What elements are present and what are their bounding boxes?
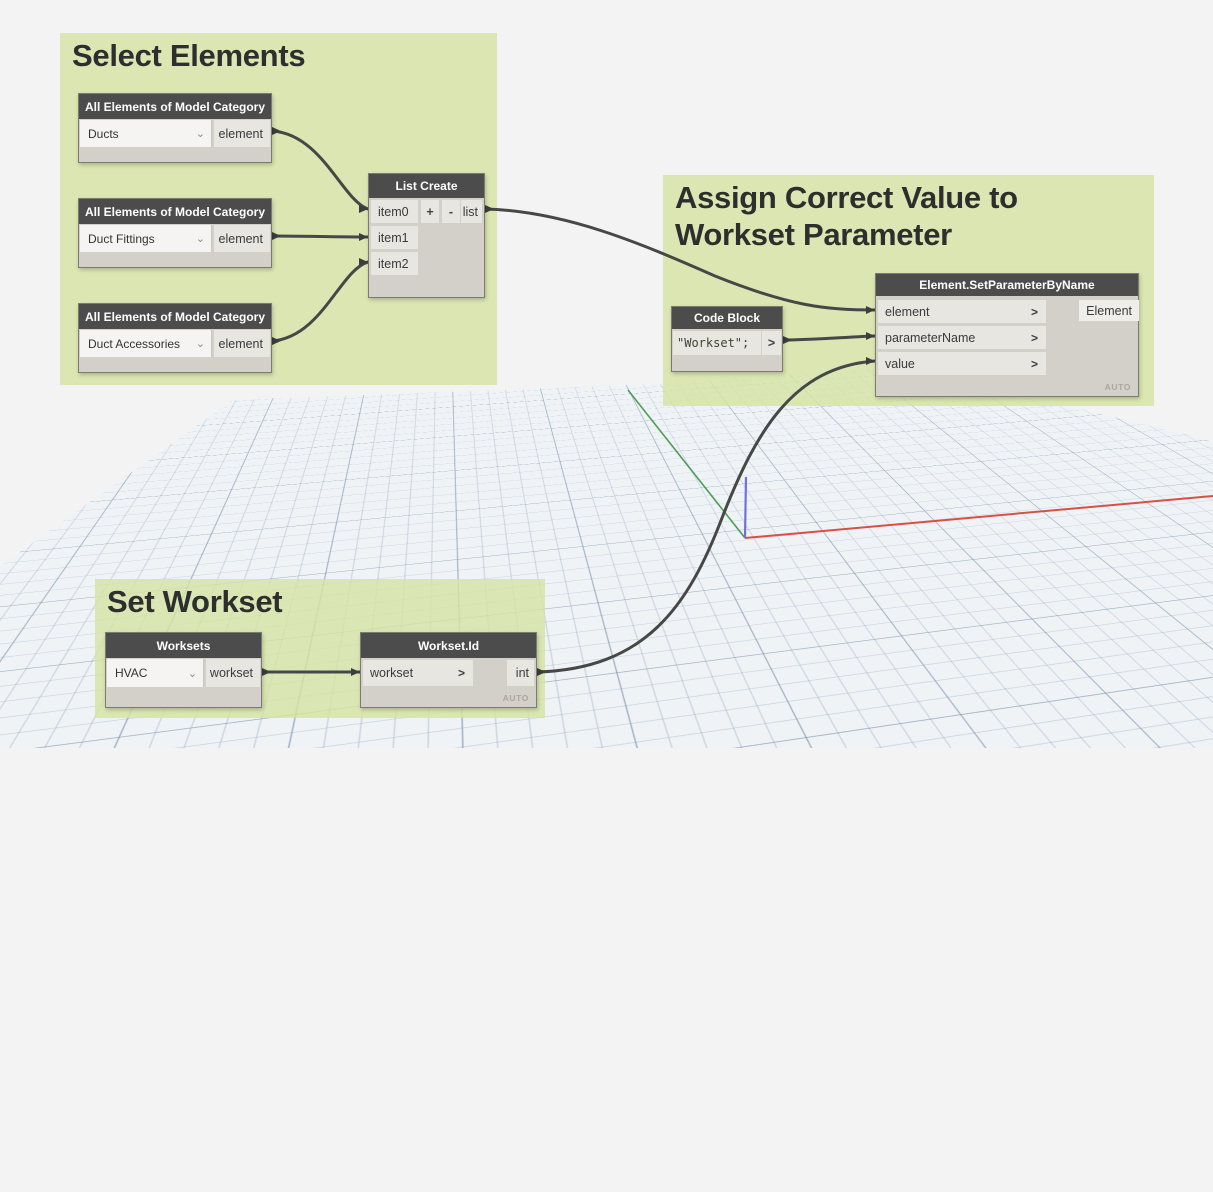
port-label: element xyxy=(885,304,930,319)
port-out-element-result[interactable]: Element xyxy=(1079,300,1139,321)
node-list-create[interactable]: List Create item0 + - list item1 item2 xyxy=(368,173,485,298)
remove-input-button[interactable]: - xyxy=(442,200,460,223)
category-dropdown[interactable]: Ducts ⌄ xyxy=(80,120,212,147)
port-label: element xyxy=(218,126,263,141)
node-all-elements-duct-fittings[interactable]: All Elements of Model Category Duct Fitt… xyxy=(78,198,272,268)
port-label: element xyxy=(218,231,263,246)
port-out-element[interactable]: element xyxy=(214,330,270,357)
port-label: value xyxy=(885,356,915,371)
chevron-down-icon: ⌄ xyxy=(187,667,197,680)
add-input-button[interactable]: + xyxy=(421,200,439,223)
port-label: element xyxy=(218,336,263,351)
port-label: int xyxy=(515,666,529,680)
port-in-item2[interactable]: item2 xyxy=(371,252,418,275)
node-title: All Elements of Model Category xyxy=(79,304,271,329)
node-worksets[interactable]: Worksets HVAC ⌄ workset xyxy=(105,632,262,708)
category-dropdown[interactable]: Duct Accessories ⌄ xyxy=(80,330,212,357)
node-all-elements-ducts[interactable]: All Elements of Model Category Ducts ⌄ e… xyxy=(78,93,272,163)
plus-icon: + xyxy=(426,204,434,219)
node-workset-id[interactable]: Workset.Id workset > int AUTO xyxy=(360,632,537,708)
node-code-block[interactable]: Code Block "Workset"; > xyxy=(671,306,783,372)
chevron-right-icon: > xyxy=(1030,356,1038,371)
port-in-item0[interactable]: item0 xyxy=(371,200,418,223)
group-title-line1: Assign Correct Value to xyxy=(675,180,1018,215)
port-in-workset[interactable]: workset > xyxy=(363,660,473,686)
chevron-right-icon: > xyxy=(1030,304,1038,319)
dropdown-value: Duct Accessories xyxy=(88,336,181,351)
port-in-element[interactable]: element > xyxy=(878,300,1046,323)
lacing-auto-badge[interactable]: AUTO xyxy=(1104,382,1131,392)
node-element-setparameterbyname[interactable]: Element.SetParameterByName element > par… xyxy=(875,273,1139,397)
port-label: item2 xyxy=(378,256,409,271)
node-title: List Create xyxy=(369,174,484,198)
port-in-value[interactable]: value > xyxy=(878,352,1046,375)
dropdown-value: Duct Fittings xyxy=(88,231,155,246)
node-all-elements-duct-accessories[interactable]: All Elements of Model Category Duct Acce… xyxy=(78,303,272,373)
category-dropdown[interactable]: Duct Fittings ⌄ xyxy=(80,225,212,252)
group-title: Set Workset xyxy=(107,584,283,619)
port-out-element[interactable]: element xyxy=(214,120,270,147)
port-out-list[interactable]: list xyxy=(461,200,482,223)
node-title: All Elements of Model Category xyxy=(79,94,271,119)
chevron-right-icon: > xyxy=(767,336,776,350)
node-title: Element.SetParameterByName xyxy=(876,274,1138,296)
code-text: "Workset"; xyxy=(677,336,750,350)
workset-dropdown[interactable]: HVAC ⌄ xyxy=(107,659,204,687)
chevron-down-icon: ⌄ xyxy=(195,233,205,245)
chevron-down-icon: ⌄ xyxy=(195,128,205,140)
lacing-auto-badge[interactable]: AUTO xyxy=(502,693,529,703)
port-label: parameterName xyxy=(885,330,976,345)
code-block-editor[interactable]: "Workset"; xyxy=(673,331,761,355)
dropdown-value: HVAC xyxy=(115,666,148,680)
port-out-workset[interactable]: workset xyxy=(206,659,260,687)
port-label: Element xyxy=(1086,303,1132,318)
group-title-line2: Workset Parameter xyxy=(675,217,952,252)
node-title: Code Block xyxy=(672,307,782,329)
chevron-right-icon: > xyxy=(457,666,465,680)
chevron-down-icon: ⌄ xyxy=(195,338,205,350)
chevron-right-icon: > xyxy=(1030,330,1038,345)
port-label: workset xyxy=(370,666,414,680)
port-out-codeblock[interactable]: > xyxy=(762,331,781,355)
node-title: Worksets xyxy=(106,633,261,658)
port-in-item1[interactable]: item1 xyxy=(371,226,418,249)
node-title: All Elements of Model Category xyxy=(79,199,271,224)
port-label: list xyxy=(462,204,478,219)
port-label: workset xyxy=(209,666,253,680)
dropdown-value: Ducts xyxy=(88,126,119,141)
port-out-int[interactable]: int xyxy=(507,660,534,686)
port-out-element[interactable]: element xyxy=(214,225,270,252)
minus-icon: - xyxy=(448,204,454,219)
node-title: Workset.Id xyxy=(361,633,536,658)
group-title: Select Elements xyxy=(72,38,306,73)
port-label: item1 xyxy=(378,230,409,245)
port-in-parametername[interactable]: parameterName > xyxy=(878,326,1046,349)
port-label: item0 xyxy=(378,204,409,219)
